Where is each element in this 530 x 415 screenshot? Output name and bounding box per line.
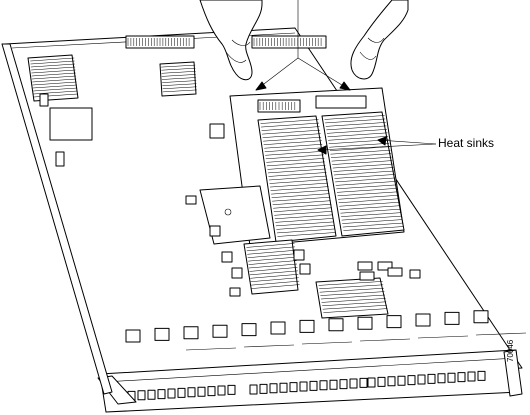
- figure-id: 70046: [506, 339, 515, 362]
- backplane-connector-left: [125, 35, 195, 49]
- right-hand-illustration: [350, 0, 409, 80]
- front-faceplate: [99, 349, 521, 413]
- heat-sink-lower-center: [243, 239, 300, 295]
- callout-leader-right: [377, 139, 437, 145]
- callout-leader-left: [317, 143, 437, 151]
- left-hand-illustration: [199, 0, 263, 81]
- port-pads-row: [125, 310, 527, 351]
- heat-sinks-label: Heat sinks: [438, 136, 495, 150]
- backplane-connector-right: [251, 35, 327, 49]
- side-rail: [1, 43, 113, 395]
- small-components: [185, 195, 421, 297]
- ejector-lever-right: [503, 349, 523, 397]
- insertion-arrow-right: [297, 57, 351, 91]
- heat-sink-lower-right: [315, 277, 389, 319]
- square-chip: [49, 107, 93, 141]
- heat-sink-left: [257, 115, 337, 243]
- small-heat-sink-upper-left: [27, 54, 79, 102]
- chip-block: [159, 61, 197, 97]
